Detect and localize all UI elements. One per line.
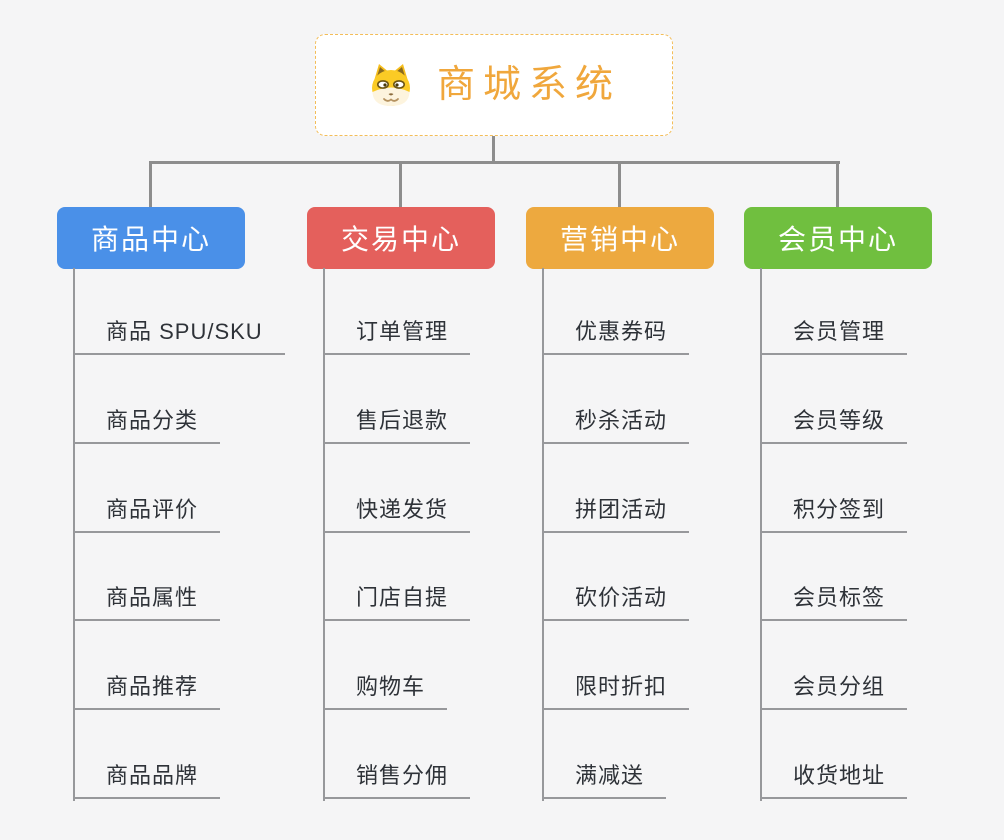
branch-header-product-center[interactable]: 商品中心 <box>57 207 245 269</box>
sub-topic[interactable]: 商品评价 <box>73 498 221 533</box>
connector-branch-drop <box>149 161 152 208</box>
sub-topic[interactable]: 商品 SPU/SKU <box>73 321 285 355</box>
connector-branch-drop <box>399 161 402 208</box>
sub-topic[interactable]: 商品推荐 <box>73 676 221 711</box>
connector-branch-spine <box>760 268 762 801</box>
connector-horizontal-bar <box>149 161 840 164</box>
connector-branch-spine <box>542 268 544 801</box>
sub-topic[interactable]: 订单管理 <box>323 321 471 355</box>
sub-topic[interactable]: 会员分组 <box>760 676 908 711</box>
sub-topic[interactable]: 限时折扣 <box>542 676 690 711</box>
sub-topic[interactable]: 商品属性 <box>73 587 221 622</box>
connector-branch-spine <box>73 268 75 801</box>
branch-header-marketing-center[interactable]: 营销中心 <box>526 207 714 269</box>
sub-topic[interactable]: 砍价活动 <box>542 587 690 622</box>
connector-branch-drop <box>618 161 621 208</box>
root-topic-title: 商城系统 <box>436 64 621 106</box>
sub-topic[interactable]: 优惠券码 <box>542 321 690 355</box>
sub-topic[interactable]: 销售分佣 <box>323 765 471 799</box>
sub-topic[interactable]: 拼团活动 <box>542 498 690 533</box>
sub-topic[interactable]: 满减送 <box>542 765 667 799</box>
sub-topic[interactable]: 会员管理 <box>760 321 908 355</box>
sub-topic[interactable]: 快递发货 <box>323 498 471 533</box>
connector-branch-spine <box>323 268 325 801</box>
sub-topic[interactable]: 会员标签 <box>760 587 908 622</box>
connector-branch-drop <box>836 161 839 208</box>
sub-topic[interactable]: 购物车 <box>323 676 448 711</box>
dog-face-icon <box>367 61 415 109</box>
sub-topic[interactable]: 售后退款 <box>323 409 471 444</box>
sub-topic[interactable]: 收货地址 <box>760 765 908 799</box>
sub-topic[interactable]: 商品分类 <box>73 409 221 444</box>
sub-topic[interactable]: 会员等级 <box>760 409 908 444</box>
sub-topic[interactable]: 积分签到 <box>760 498 908 533</box>
sub-topic[interactable]: 商品品牌 <box>73 765 221 799</box>
connector-root-stem <box>492 136 495 162</box>
sub-topic[interactable]: 门店自提 <box>323 587 471 622</box>
sub-topic[interactable]: 秒杀活动 <box>542 409 690 444</box>
branch-header-trade-center[interactable]: 交易中心 <box>307 207 495 269</box>
root-topic[interactable]: 商城系统 <box>315 34 673 136</box>
branch-header-member-center[interactable]: 会员中心 <box>744 207 932 269</box>
